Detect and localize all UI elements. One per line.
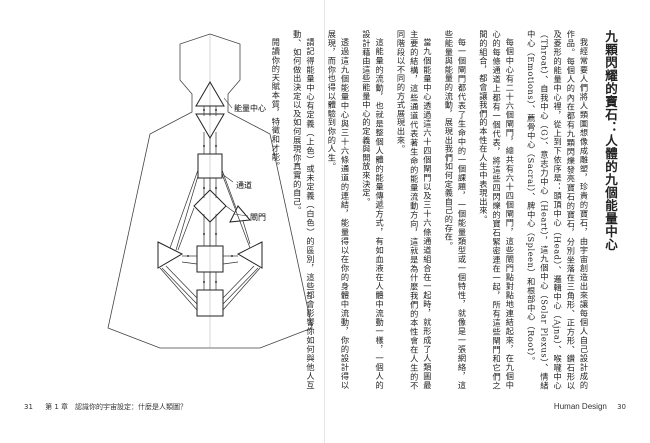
page-gutter xyxy=(324,0,325,443)
left-footer: 31 第 1 章 認識你的宇宙設定：什麼是人類圖？ xyxy=(24,402,187,412)
energy-center-label: 能量中心 xyxy=(234,104,266,113)
right-page: 九顆閃耀的寶石：人體的九個能量中心 我經常要人們將人類圖想像成雕塑，珍貴的寶石，… xyxy=(271,0,650,443)
paragraph: 透過這九個能量中心與三十六條通道的連結，能量得以在你的身體中流動，你的設計得以展… xyxy=(326,30,351,390)
leader-lines xyxy=(221,97,249,217)
solar-plexus-center xyxy=(236,241,263,269)
gate-markers xyxy=(187,109,233,283)
paragraph: 閱讀你的天賦本質，特徵和才能。 xyxy=(270,38,281,171)
right-page-number: 30 xyxy=(617,403,626,411)
right-footer: Human Design 30 xyxy=(554,402,626,411)
bodygraph-diagram xyxy=(107,33,313,349)
vertical-text-block: 九顆閃耀的寶石：人體的九個能量中心 我經常要人們將人類圖想像成雕塑，珍貴的寶石，… xyxy=(271,30,620,390)
gate-label: 閘門 xyxy=(250,213,266,222)
paragraph: 我經常要人們將人類圖想像成雕塑，珍貴的寶石，由宇宙創造出來讓每個人自己設計成的作… xyxy=(526,30,589,390)
paragraph: 這能量的流動，也就是整個人體的能量傳遞方式，有如血液在人體中流動一樣，一個人的設… xyxy=(361,30,385,390)
spleen-center xyxy=(157,241,184,269)
channel-label: 通道 xyxy=(236,181,252,190)
section-title: 九顆閃耀的寶石：人體的九個能量中心 xyxy=(603,30,618,251)
left-page: 能量中心 通道 閘門 31 第 1 章 認識你的宇宙設定：什麼是人類圖？ xyxy=(24,33,313,412)
right-running-head: Human Design xyxy=(553,402,607,411)
paragraph: 每個中心有二十六個閘門，總共有六十四個閘門，這些閘門點對點地連結起來，在九個中心… xyxy=(478,30,515,390)
heart-center xyxy=(229,205,252,223)
left-page-number: 31 xyxy=(24,403,33,411)
body-outline xyxy=(107,33,313,349)
paragraph: 當九個能量中心透過這六十四個閘門以及三十六條通道組合在一起時，就形成了人類圖最主… xyxy=(396,30,433,390)
paragraph: 每一個閘門都代表了生命中的一個課題，一個能量類型或一個特性，就像是一張網絡，這些… xyxy=(443,30,467,390)
paragraph: 請記得能量中心有定義（上色）或未定義（白色）的區別，這些都會影響你如何與他人互動… xyxy=(292,30,316,390)
left-running-head: 第 1 章 認識你的宇宙設定：什麼是人類圖？ xyxy=(45,403,188,411)
